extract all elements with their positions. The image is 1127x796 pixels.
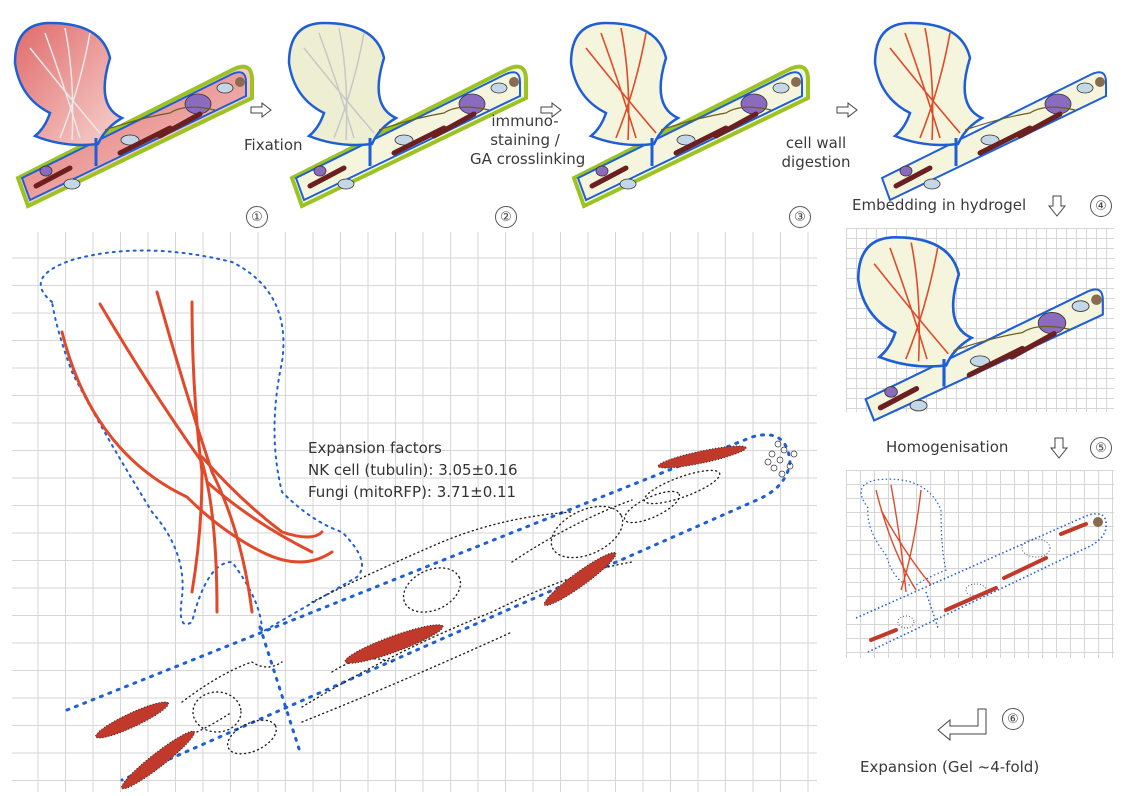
cellwall-line-1: cell wall xyxy=(776,134,856,153)
expanded-cell xyxy=(12,232,817,792)
immuno-line-2: staining / xyxy=(470,131,580,150)
immuno-line-1: immuno- xyxy=(470,112,580,131)
embedded-cell xyxy=(848,232,1112,412)
step-number-3: ③ xyxy=(789,206,811,228)
step-number-6: ⑥ xyxy=(1002,708,1024,730)
fixation-label: Fixation xyxy=(244,136,303,154)
stage-3-cell xyxy=(566,18,806,208)
cell-wall-digestion-label: cell wall digestion xyxy=(776,134,856,172)
step-number-4: ④ xyxy=(1090,195,1112,217)
arrow-down-icon xyxy=(1050,437,1068,459)
immunostaining-label: immuno- staining / GA crosslinking xyxy=(470,112,580,169)
immuno-line-3: GA crosslinking xyxy=(470,150,580,169)
step-number-1: ① xyxy=(246,206,268,228)
septum-line xyxy=(260,627,300,752)
embedded-gel-panel xyxy=(846,228,1114,412)
fungi-factor: Fungi (mitoRFP): 3.71±0.11 xyxy=(308,481,518,503)
expansion-label: Expansion (Gel ~4-fold) xyxy=(860,758,1039,776)
arrow-right-icon xyxy=(836,102,858,118)
embedding-label: Embedding in hydrogel xyxy=(852,196,1026,214)
step-number-2: ② xyxy=(495,206,517,228)
arrow-down-icon xyxy=(1048,195,1066,217)
expanded-gel-panel: Expansion factors NK cell (tubulin): 3.0… xyxy=(12,232,817,792)
homogenised-cell xyxy=(846,470,1114,658)
tubulin-filaments xyxy=(62,292,332,612)
vesicle-cluster xyxy=(765,441,797,477)
cellwall-line-2: digestion xyxy=(776,153,856,172)
stage-1-cell xyxy=(10,18,250,208)
expansion-factors: Expansion factors NK cell (tubulin): 3.0… xyxy=(308,437,518,503)
expansion-factors-title: Expansion factors xyxy=(308,437,518,459)
nk-cell-factor: NK cell (tubulin): 3.05±0.16 xyxy=(308,459,518,481)
stage-4-cell xyxy=(870,18,1110,208)
homogenisation-label: Homogenisation xyxy=(886,438,1008,456)
expansion-arrow-icon xyxy=(936,708,992,742)
step-number-5: ⑤ xyxy=(1090,437,1112,459)
homogenised-gel-panel xyxy=(846,470,1114,658)
arrow-right-icon xyxy=(250,102,272,118)
